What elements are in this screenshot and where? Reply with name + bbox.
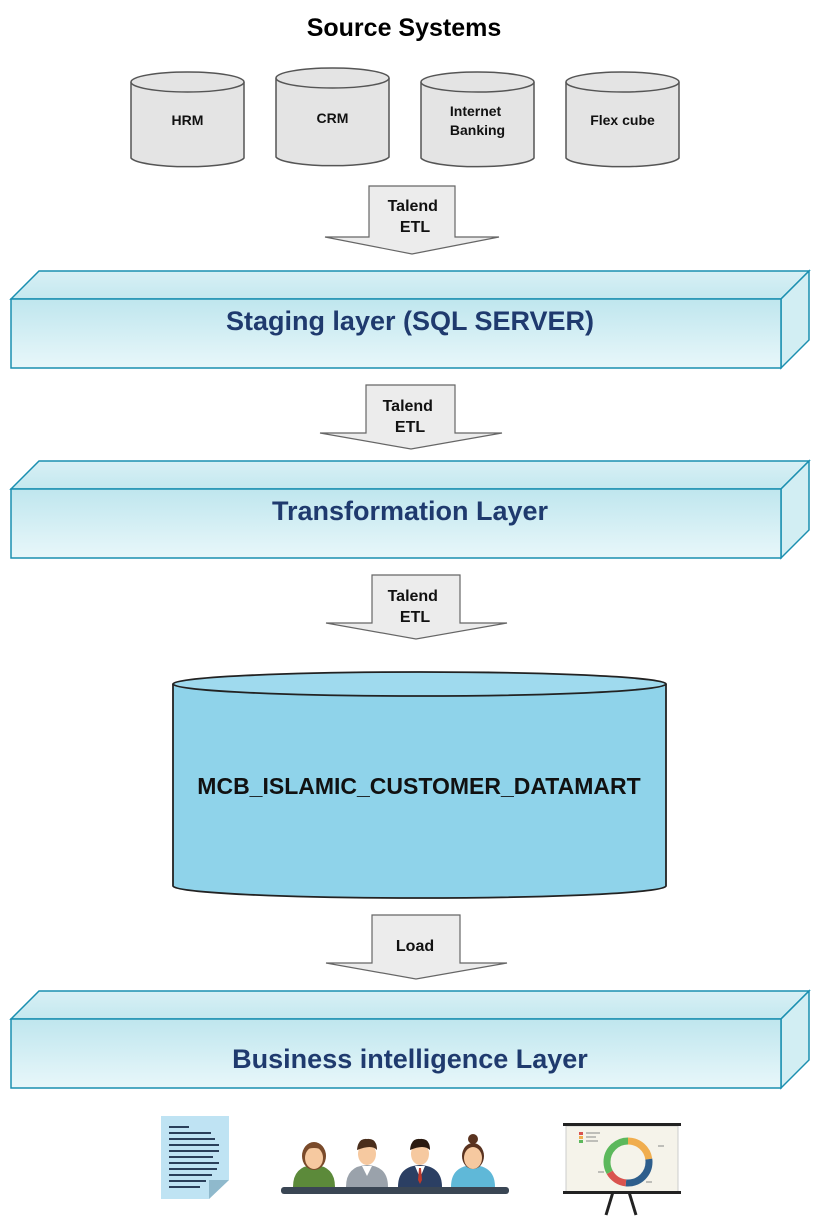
source-system-hrm: HRM bbox=[130, 71, 245, 168]
staging-layer: Staging layer (SQL SERVER) bbox=[9, 269, 811, 370]
datamart-label: MCB_ISLAMIC_CUSTOMER_DATAMART bbox=[197, 773, 640, 799]
source-label-internet-banking: Internet Banking bbox=[450, 103, 505, 138]
source-system-internet-banking: Internet Banking bbox=[420, 71, 535, 168]
document-icon bbox=[161, 1116, 229, 1199]
source-system-crm: CRM bbox=[275, 67, 390, 167]
datamart-cylinder: MCB_ISLAMIC_CUSTOMER_DATAMART bbox=[172, 671, 667, 899]
etl-arrow-2: Talend ETL bbox=[319, 384, 503, 450]
etl-arrow-1: Talend ETL bbox=[324, 185, 500, 255]
load-arrow-label: Load bbox=[396, 938, 434, 955]
business-intelligence-layer: Business intelligence Layer bbox=[9, 989, 811, 1090]
diagram-title: Source Systems bbox=[307, 14, 502, 42]
arrow-3-label: Talend ETL bbox=[388, 588, 443, 626]
users-group-icon bbox=[281, 1134, 509, 1194]
load-arrow: Load bbox=[325, 914, 508, 980]
transformation-layer: Transformation Layer bbox=[9, 459, 811, 560]
transformation-layer-label: Transformation Layer bbox=[272, 496, 549, 526]
arrow-2-label: Talend ETL bbox=[383, 398, 438, 436]
source-system-flex-cube: Flex cube bbox=[565, 71, 680, 168]
presentation-board-icon bbox=[563, 1123, 681, 1216]
etl-arrow-3: Talend ETL bbox=[325, 574, 508, 640]
source-label-flex-cube: Flex cube bbox=[590, 112, 655, 128]
arrow-1-label: Talend ETL bbox=[388, 198, 443, 236]
source-label-crm: CRM bbox=[317, 110, 349, 126]
bi-layer-label: Business intelligence Layer bbox=[232, 1044, 588, 1074]
source-label-hrm: HRM bbox=[172, 112, 204, 128]
staging-layer-label: Staging layer (SQL SERVER) bbox=[226, 306, 594, 336]
